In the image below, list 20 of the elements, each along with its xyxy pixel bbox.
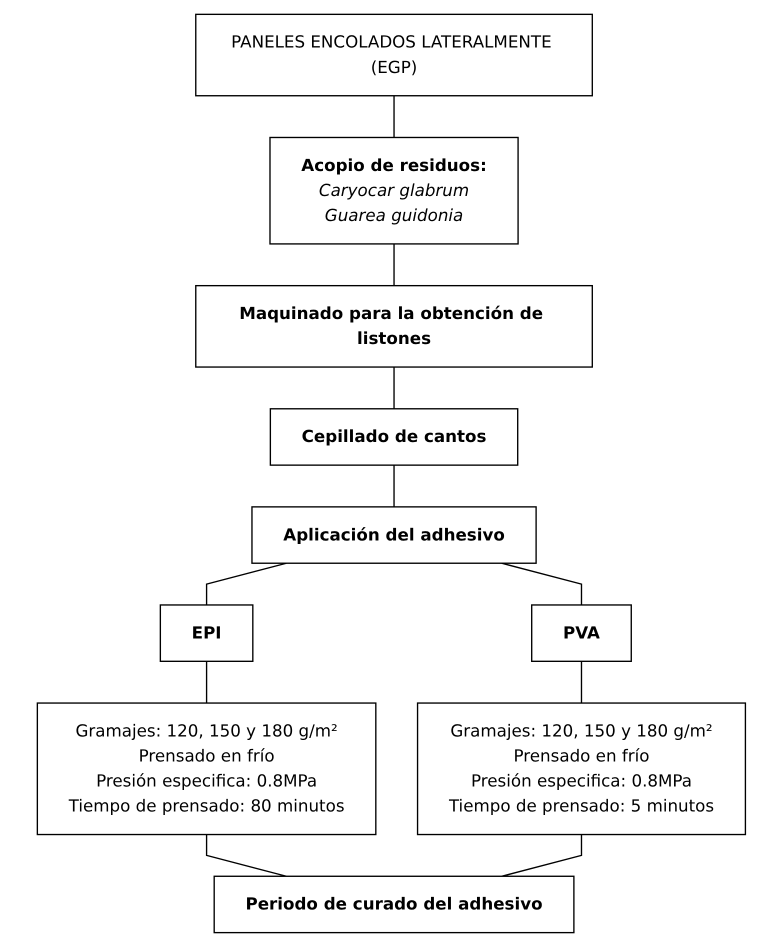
connector xyxy=(206,834,286,877)
connector xyxy=(392,465,394,507)
node-box: Aplicación del adhesivo xyxy=(250,506,536,564)
node-box: PVA xyxy=(530,604,632,662)
node-box: Gramajes: 120, 150 y 180 g/m² Prensado en frío Presión especifica: 0.8MPa Tiempo de prensado: 5 minutos xyxy=(416,702,746,836)
node-box: Cepillado de cantos xyxy=(269,408,518,466)
node-box: PANELES ENCOLADOS LATERALMENTE (EGP) xyxy=(194,14,593,96)
connector xyxy=(580,661,582,704)
node-box: Maquinado para la obtención de listones xyxy=(194,285,593,368)
connector xyxy=(501,562,582,605)
node-box: EPI xyxy=(159,604,254,662)
connector xyxy=(206,562,286,605)
connector xyxy=(392,96,394,138)
connector xyxy=(501,834,582,877)
connector xyxy=(392,367,394,409)
node-box: Acopio de residuos: Caryocar glabrum Guarea guidonia xyxy=(268,136,518,245)
connector xyxy=(206,661,207,704)
node-box: Gramajes: 120, 150 y 180 g/m² Prensado en frío Presión especifica: 0.8MPa Tiempo de prensado: 80 minutos xyxy=(36,702,376,836)
node-box: Periodo de curado del adhesivo xyxy=(213,876,574,934)
connector xyxy=(392,244,394,286)
